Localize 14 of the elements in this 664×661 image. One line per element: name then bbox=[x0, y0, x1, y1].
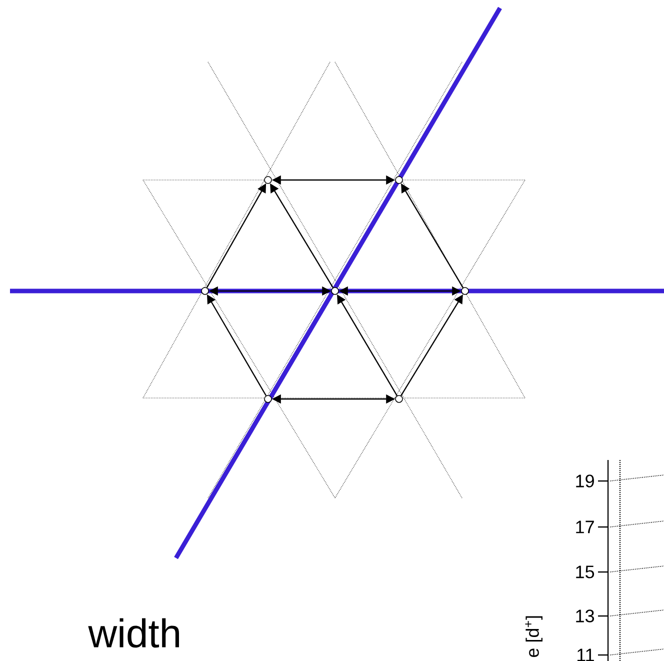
tick-label: 15 bbox=[576, 566, 594, 578]
tick-label: 19 bbox=[576, 474, 594, 488]
lattice-point bbox=[201, 287, 209, 295]
tick-label: 17 bbox=[576, 520, 594, 534]
lattice-point bbox=[264, 395, 272, 403]
lattice-point bbox=[331, 287, 339, 295]
lattice-point bbox=[264, 176, 272, 184]
axis-label: e [d$^{+}$] bbox=[525, 616, 542, 658]
tick-label: 13 bbox=[576, 610, 594, 622]
lattice-point bbox=[395, 176, 403, 184]
tick-label: 11 bbox=[577, 648, 594, 661]
lattice-point bbox=[395, 395, 403, 403]
caption-text: width bbox=[88, 618, 179, 648]
lattice-point bbox=[461, 287, 469, 295]
